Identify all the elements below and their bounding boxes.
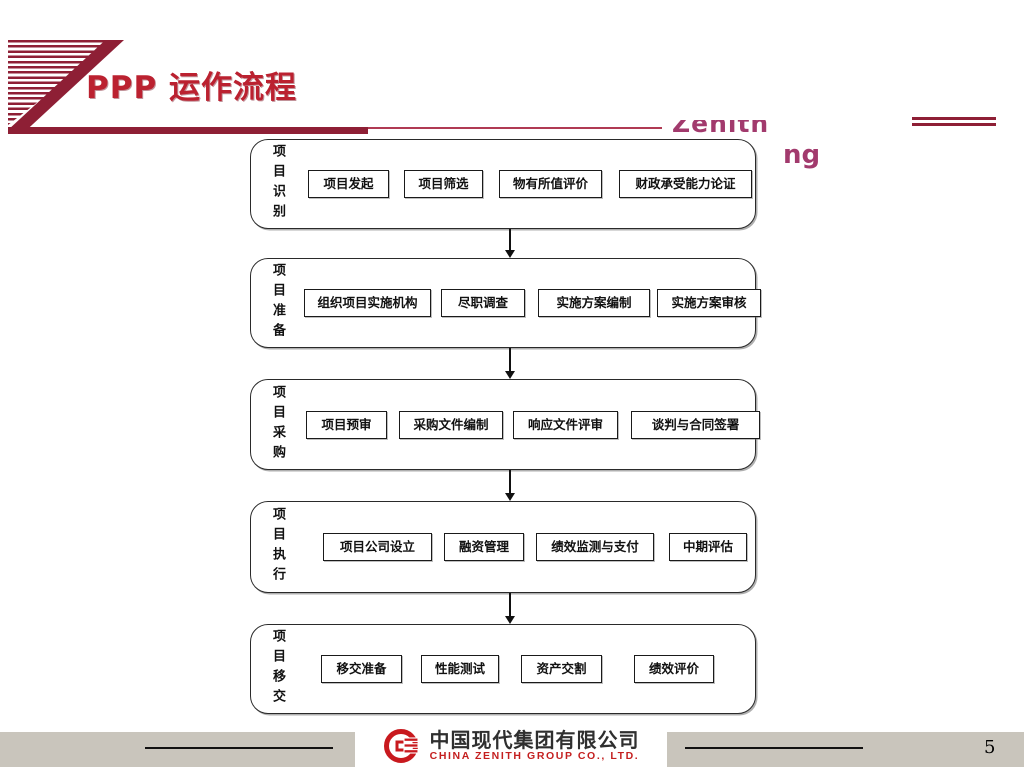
down-arrow <box>504 470 516 501</box>
company-name: 中国现代集团有限公司 CHINA ZENITH GROUP CO., LTD. <box>429 727 640 762</box>
footer-left-line <box>145 747 333 749</box>
down-arrow <box>504 229 516 258</box>
arrow-shaft <box>509 593 511 617</box>
flow-box: 尽职调查 <box>441 289 525 317</box>
stage-label: 项目准备 <box>270 263 285 343</box>
flow-box: 绩效监测与支付 <box>536 533 654 561</box>
stage-project-execution: 项目执行 项目公司设立 融资管理 绩效监测与支付 中期评估 <box>250 501 756 593</box>
flow-box: 项目公司设立 <box>323 533 432 561</box>
flow-box: 项目筛选 <box>404 170 483 198</box>
flow-box: 组织项目实施机构 <box>304 289 431 317</box>
arrow-shaft <box>509 229 511 251</box>
flow-box: 中期评估 <box>669 533 747 561</box>
stage-label: 项目采购 <box>270 384 285 465</box>
watermark-zenith: Zenith <box>672 120 792 136</box>
company-logo: 中国现代集团有限公司 CHINA ZENITH GROUP CO., LTD. <box>355 725 667 767</box>
flow-box: 资产交割 <box>521 655 602 683</box>
company-name-chinese: 中国现代集团有限公司 <box>429 727 640 752</box>
stage-label: 项目执行 <box>270 507 285 587</box>
flow-box: 性能测试 <box>421 655 499 683</box>
flow-box: 实施方案编制 <box>538 289 650 317</box>
flow-box: 绩效评价 <box>634 655 714 683</box>
right-double-line-bottom <box>912 123 996 126</box>
flow-box: 谈判与合同签署 <box>631 410 760 439</box>
flow-box: 采购文件编制 <box>399 410 503 439</box>
title-divider-thick-line <box>8 127 368 134</box>
zenith-logo-icon <box>383 729 419 763</box>
page-title: PPP 运作流程 <box>86 70 297 106</box>
watermark-zenith-text: Zenith <box>672 120 770 136</box>
down-arrow <box>504 593 516 624</box>
flow-box: 项目发起 <box>308 170 389 198</box>
arrow-shaft <box>509 348 511 372</box>
down-arrow <box>504 348 516 379</box>
footer-right-line <box>685 747 863 749</box>
flow-box: 移交准备 <box>321 655 402 683</box>
arrow-head-icon <box>505 616 515 624</box>
company-name-english: CHINA ZENITH GROUP CO., LTD. <box>429 749 640 762</box>
stage-project-procurement: 项目采购 项目预审 采购文件编制 响应文件评审 谈判与合同签署 <box>250 379 760 470</box>
flow-box: 物有所值评价 <box>499 170 602 198</box>
flow-box: 实施方案审核 <box>657 289 761 317</box>
stage-label: 项目移交 <box>270 629 285 709</box>
watermark-ng: ng <box>783 140 821 170</box>
flow-box: 项目预审 <box>306 410 387 439</box>
arrow-shaft <box>509 470 511 494</box>
arrow-head-icon <box>505 493 515 501</box>
stage-label: 项目识别 <box>270 144 285 224</box>
flow-box: 响应文件评审 <box>513 410 618 439</box>
page-number: 5 <box>984 737 996 758</box>
stage-project-preparation: 项目准备 组织项目实施机构 尽职调查 实施方案编制 实施方案审核 <box>250 258 761 348</box>
flow-box: 财政承受能力论证 <box>619 170 752 198</box>
right-double-line-top <box>912 117 996 120</box>
flow-box: 融资管理 <box>444 533 524 561</box>
stage-project-identification: 项目识别 项目发起 项目筛选 物有所值评价 财政承受能力论证 <box>250 139 756 229</box>
arrow-head-icon <box>505 371 515 379</box>
stage-project-transfer: 项目移交 移交准备 性能测试 资产交割 绩效评价 <box>250 624 756 714</box>
arrow-head-icon <box>505 250 515 258</box>
